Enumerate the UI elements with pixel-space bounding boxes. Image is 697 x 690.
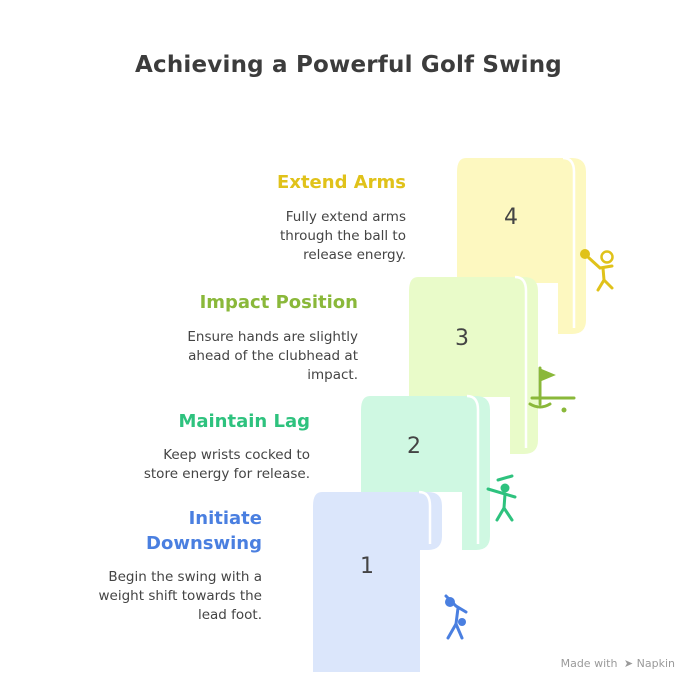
step-4-title: Extend Arms bbox=[277, 172, 406, 193]
made-with-label: Made with bbox=[560, 657, 618, 670]
step-2-description: Keep wrists cocked to store energy for r… bbox=[143, 447, 310, 482]
step-2-block bbox=[361, 394, 490, 550]
diagram-title: Achieving a Powerful Golf Swing bbox=[135, 52, 562, 78]
golf-flag-hole-icon bbox=[528, 366, 576, 413]
napkin-attribution[interactable]: Made with ➤ Napkin bbox=[561, 657, 675, 670]
step-1-block bbox=[313, 490, 442, 672]
golfer-follow-through-icon bbox=[580, 249, 614, 292]
step-2-title: Maintain Lag bbox=[178, 411, 310, 432]
step-1-description: Begin the swing with a weight shift towa… bbox=[98, 569, 262, 623]
napkin-logo-icon: ➤ bbox=[623, 657, 634, 670]
golfer-swing-icon bbox=[444, 594, 468, 640]
golfer-backswing-icon bbox=[486, 474, 517, 522]
step-3-number: 3 bbox=[455, 326, 469, 351]
step-4-block bbox=[457, 156, 586, 334]
napkin-brand: Napkin bbox=[636, 657, 675, 670]
step-2-number: 2 bbox=[407, 434, 421, 459]
step-3-title: Impact Position bbox=[199, 292, 358, 313]
step-1-title: Initiate Downswing bbox=[146, 508, 262, 554]
step-1-number: 1 bbox=[360, 554, 374, 579]
step-4-description: Fully extend arms through the ball to re… bbox=[280, 209, 406, 263]
step-3-block bbox=[409, 275, 538, 454]
step-4-number: 4 bbox=[504, 205, 518, 230]
step-3-description: Ensure hands are slightly ahead of the c… bbox=[187, 329, 358, 383]
